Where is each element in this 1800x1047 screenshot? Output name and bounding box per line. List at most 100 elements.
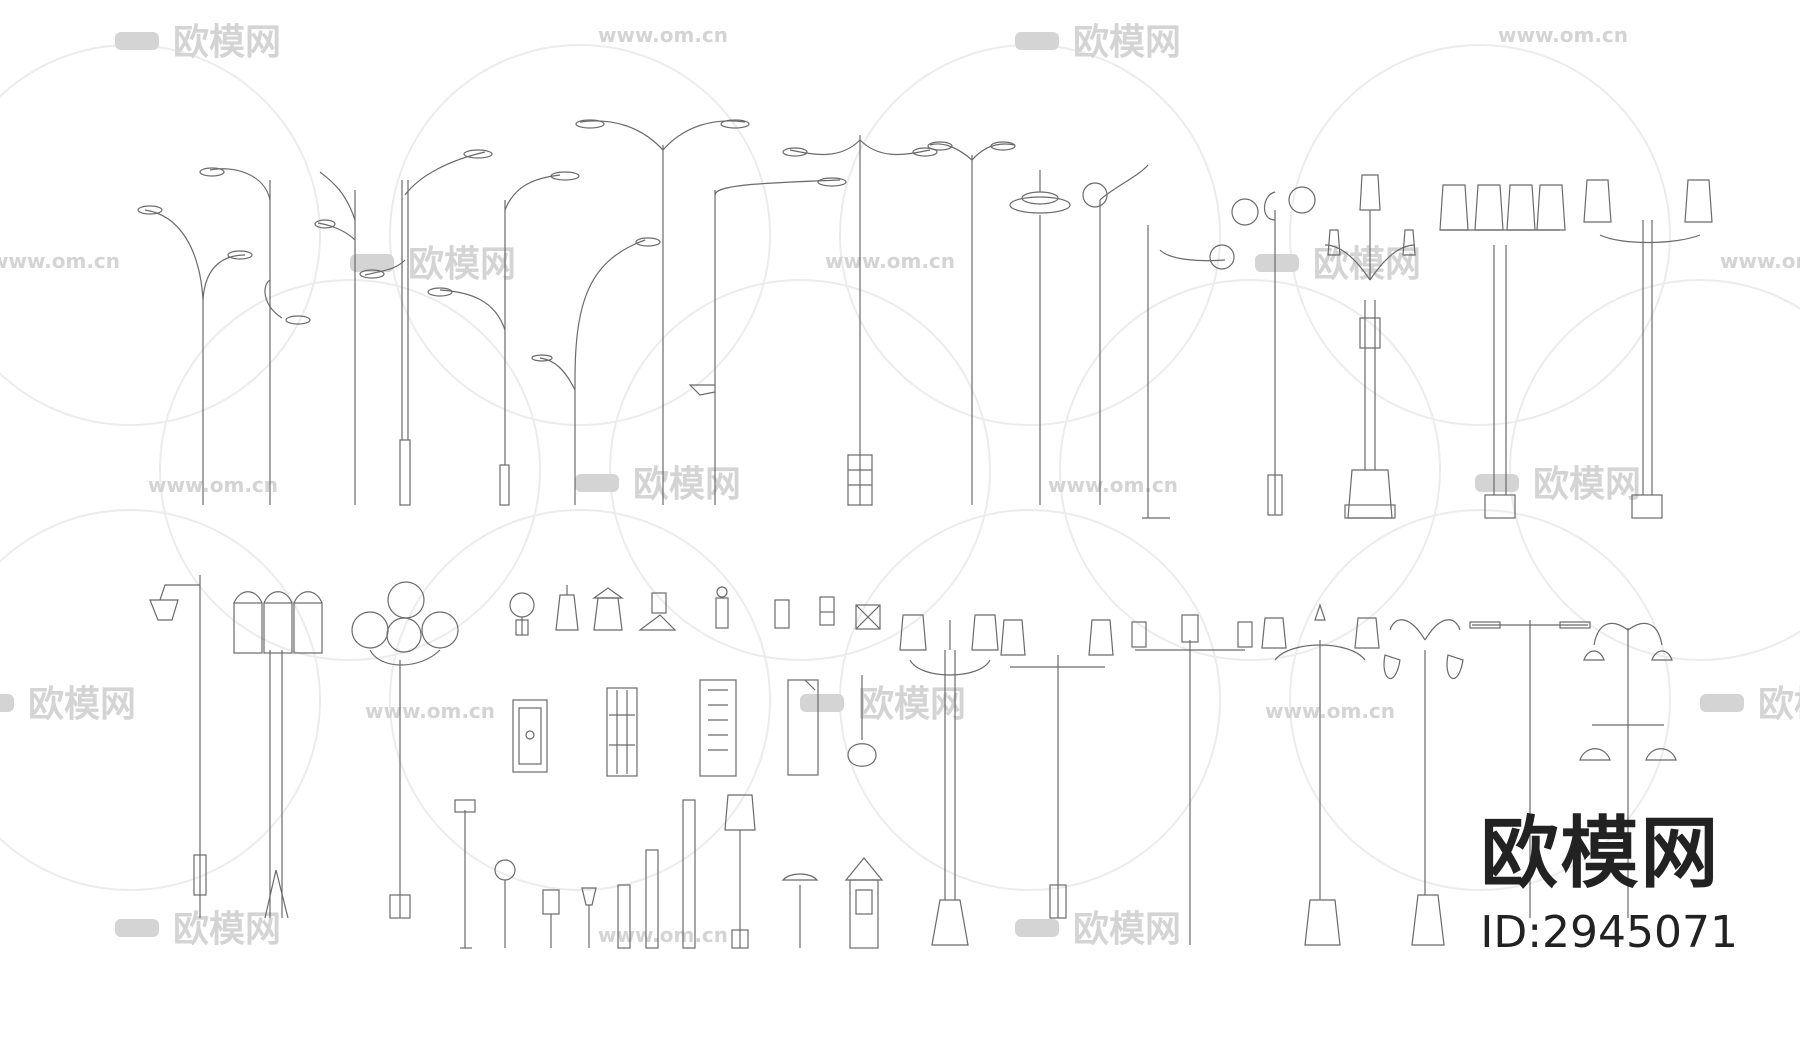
svg-text:欧模网: 欧模网 [408,244,516,285]
street-lamp [1383,619,1464,946]
svg-text:欧模网: 欧模网 [1073,909,1181,950]
watermark-url: www.om.cn [1265,699,1395,723]
garden-lamp [724,794,756,949]
street-lamp [427,171,580,506]
street-lamp [199,167,311,505]
street-lamp [575,119,750,505]
svg-text:欧模网: 欧模网 [858,684,966,725]
garden-lamp [454,799,476,949]
wall-light [638,592,677,631]
bollard-light [617,884,631,949]
sofa-icon [115,32,159,50]
garden-lamp [494,859,516,948]
wall-light [555,585,579,631]
wall-panel-light [699,679,737,777]
wall-light [509,592,535,636]
wall-light [715,586,729,629]
svg-text:欧模网: 欧模网 [1073,22,1181,63]
garden-lamp [542,889,560,948]
street-lamp [531,237,661,505]
watermark-logo: 欧模网 [115,909,281,950]
svg-text:欧模网: 欧模网 [1533,464,1641,505]
street-lamp [137,205,253,505]
watermark-urls: www.om.cn www.om.cn www.om.cn www.om.cn … [0,23,1800,947]
street-lamp [688,177,847,505]
svg-text:欧模网: 欧模网 [173,22,281,63]
sofa-icon [800,694,844,712]
street-lamp [1261,603,1380,946]
street-lamp [1082,164,1149,505]
street-lamp [1000,619,1114,919]
street-lamp [1142,225,1235,519]
watermark-logo: 欧模网 [115,22,281,63]
garden-lamp [781,873,819,948]
street-lamp [233,591,323,919]
street-lamp [149,575,207,918]
watermark-url: www.om.cn [1720,249,1800,273]
street-lamp [782,135,938,506]
bollard-light [645,849,659,949]
svg-text:欧模网: 欧模网 [1758,684,1800,725]
wall-panel-light [512,699,548,773]
watermark-url: www.om.cn [825,249,955,273]
model-id: ID:2945071 [1480,907,1738,958]
street-lamp [351,581,459,919]
wall-panel-light [606,687,638,777]
street-lamp [1009,170,1071,505]
sofa-icon [350,254,394,272]
watermark-url: www.om.cn [1048,473,1178,497]
street-lamp [1469,620,1591,918]
sofa-icon [1255,254,1299,272]
watermark-logo: 欧模网 [1015,22,1181,63]
watermark-logo: 欧模网 [1700,684,1800,725]
watermark-url: www.om.cn [1498,23,1628,47]
brand-badge: 欧模网 ID:2945071 [1480,815,1738,955]
wall-light [855,604,881,630]
svg-text:欧模网: 欧模网 [633,464,741,505]
street-lamp [1324,174,1416,519]
watermark-url: www.om.cn [598,23,728,47]
lamp-row-bottom [149,575,1677,949]
svg-text:欧模网: 欧模网 [173,909,281,950]
street-lamp [899,614,999,946]
wall-light [819,596,835,626]
wall-panel-light [787,679,819,776]
garden-lamp [844,857,884,949]
street-lamp [1579,622,1677,918]
wall-light [774,599,790,629]
brand-name: 欧模网 [1480,809,1721,899]
street-lamp [1131,614,1253,945]
watermark-url: www.om.cn [148,473,278,497]
watermark-circles [0,44,1800,891]
watermark-logo: 欧模网 [0,684,136,725]
street-lamp [314,171,356,505]
sofa-icon [1015,919,1059,937]
svg-text:欧模网: 欧模网 [1313,244,1421,285]
watermark-url: www.om.cn [598,923,728,947]
watermark-logo: 欧模网 [350,244,516,285]
wall-light [592,587,624,631]
svg-text:欧模网: 欧模网 [28,684,136,725]
street-lamp [359,149,493,506]
watermark-url: www.om.cn [365,699,495,723]
lamp-row-top [137,119,1713,519]
watermark-logo: 欧模网 [575,464,741,505]
hanging-light [847,675,877,767]
sofa-icon [1700,694,1744,712]
street-lamp [927,141,1016,505]
watermark-logo: 欧模网 [800,684,966,725]
sofa-icon [1475,474,1519,492]
bollard-light [682,799,696,949]
watermark-logo: 欧模网 [1015,909,1181,950]
watermark-url: www.om.cn [0,249,120,273]
street-lamp [1439,184,1566,519]
street-lamp [1583,179,1713,519]
sofa-icon [115,919,159,937]
watermark-logo: 欧模网 [1255,244,1421,285]
sofa-icon [575,474,619,492]
watermark-logos: 欧模网 欧模网 欧模网 欧模网 欧模网 欧模网 欧模网 欧模网 [0,22,1800,950]
sofa-icon [1015,32,1059,50]
street-lamp [1231,186,1316,516]
garden-lamp [581,887,597,948]
